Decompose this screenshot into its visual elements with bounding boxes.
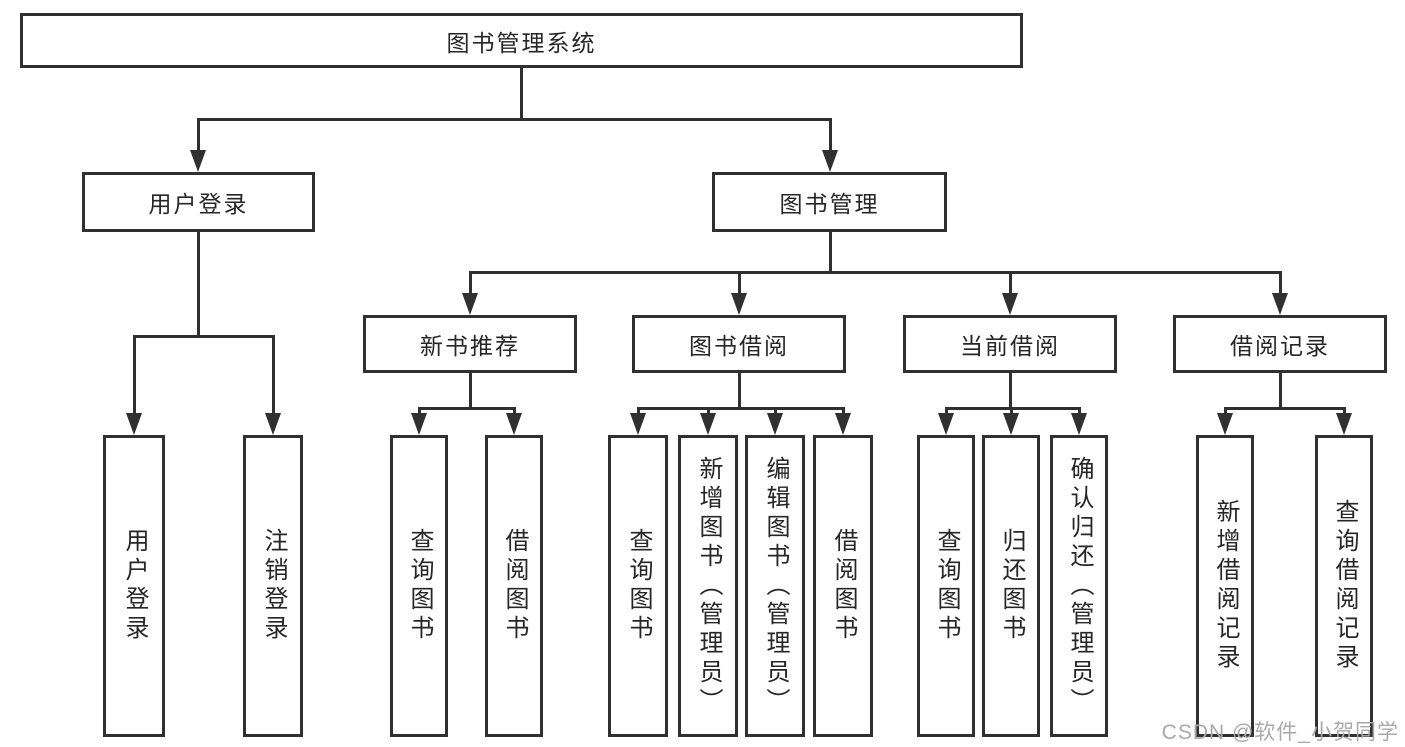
- connector-line: [637, 407, 640, 416]
- leaf-label: 查询图书: [406, 528, 433, 644]
- leaf-label: 注销登录: [260, 528, 287, 644]
- connector-line: [520, 68, 523, 119]
- connector-line: [1078, 407, 1081, 416]
- connector-line: [469, 271, 472, 295]
- leaf-edit-books-admin: 编辑图书（管理员）: [745, 435, 805, 737]
- leaf-label: 借阅图书: [501, 528, 528, 644]
- leaf-label: 新增图书（管理员）: [695, 455, 722, 717]
- leaf-label: 编辑图书（管理员）: [762, 455, 789, 717]
- connector-line: [774, 407, 777, 416]
- connector-line: [637, 407, 845, 410]
- connector-line: [197, 118, 832, 121]
- leaf-borrow-books-recommend: 借阅图书: [485, 435, 543, 737]
- connector-line: [842, 407, 845, 416]
- arrow-down-icon: [506, 413, 522, 435]
- arrow-down-icon: [630, 413, 646, 435]
- leaf-borrow-books-borrowing: 借阅图书: [813, 435, 873, 737]
- leaf-label: 查询借阅记录: [1331, 499, 1358, 673]
- arrow-down-icon: [1272, 293, 1288, 315]
- arrow-down-icon: [265, 413, 281, 435]
- arrow-down-icon: [1217, 413, 1233, 435]
- leaf-query-books-recommend: 查询图书: [390, 435, 448, 737]
- connector-line: [829, 118, 832, 152]
- connector-line: [945, 407, 1081, 410]
- leaf-label: 查询图书: [933, 528, 960, 644]
- connector-line: [469, 373, 472, 409]
- connector-line: [1224, 407, 1227, 416]
- connector-line: [1279, 373, 1282, 409]
- connector-line: [1279, 271, 1282, 295]
- arrow-down-icon: [462, 293, 478, 315]
- connector-line: [738, 271, 741, 295]
- connector-line: [945, 407, 948, 416]
- connector-line: [133, 335, 136, 415]
- leaf-add-books-admin: 新增图书（管理员）: [678, 435, 738, 737]
- arrow-down-icon: [1336, 413, 1352, 435]
- node-book-management: 图书管理: [712, 172, 947, 232]
- arrow-down-icon: [1003, 413, 1019, 435]
- arrow-down-icon: [1071, 413, 1087, 435]
- leaf-user-login: 用户登录: [103, 435, 165, 737]
- arrow-down-icon: [767, 413, 783, 435]
- connector-line: [418, 407, 421, 416]
- connector-line: [197, 118, 200, 152]
- arrow-down-icon: [822, 150, 838, 172]
- connector-line: [829, 232, 832, 273]
- connector-line: [418, 407, 516, 410]
- leaf-logout: 注销登录: [243, 435, 303, 737]
- connector-line: [272, 335, 275, 415]
- arrow-down-icon: [1002, 293, 1018, 315]
- arrow-down-icon: [938, 413, 954, 435]
- connector-line: [1010, 407, 1013, 416]
- connector-line: [469, 271, 1282, 274]
- leaf-label: 借阅图书: [830, 528, 857, 644]
- arrow-down-icon: [700, 413, 716, 435]
- arrow-down-icon: [731, 293, 747, 315]
- arrow-down-icon: [835, 413, 851, 435]
- connector-line: [1009, 271, 1012, 295]
- leaf-query-borrow-record: 查询借阅记录: [1315, 435, 1373, 737]
- leaf-label: 归还图书: [998, 528, 1025, 644]
- node-new-book-recommendation: 新书推荐: [363, 315, 577, 373]
- leaf-add-borrow-record: 新增借阅记录: [1196, 435, 1254, 737]
- arrow-down-icon: [190, 150, 206, 172]
- arrow-down-icon: [126, 413, 142, 435]
- connector-line: [738, 373, 741, 409]
- leaf-label: 查询图书: [625, 528, 652, 644]
- leaf-confirm-return-admin: 确认归还（管理员）: [1050, 435, 1108, 737]
- connector-line: [1343, 407, 1346, 416]
- leaf-label: 新增借阅记录: [1212, 499, 1239, 673]
- node-book-borrowing: 图书借阅: [632, 315, 846, 373]
- connector-line: [133, 335, 275, 338]
- node-borrowing-records: 借阅记录: [1173, 315, 1387, 373]
- connector-line: [513, 407, 516, 416]
- leaf-label: 确认归还（管理员）: [1066, 455, 1093, 717]
- connector-line: [197, 232, 200, 337]
- leaf-label: 用户登录: [121, 528, 148, 644]
- node-current-borrowing: 当前借阅: [903, 315, 1117, 373]
- watermark: CSDN @软件_小贺同学: [1161, 721, 1399, 744]
- node-user-login: 用户登录: [82, 172, 315, 232]
- connector-line: [1224, 407, 1346, 410]
- leaf-query-books-current: 查询图书: [917, 435, 975, 737]
- arrow-down-icon: [411, 413, 427, 435]
- leaf-query-books-borrowing: 查询图书: [608, 435, 668, 737]
- connector-line: [707, 407, 710, 416]
- connector-line: [1009, 373, 1012, 409]
- node-library-management-system: 图书管理系统: [20, 13, 1023, 68]
- leaf-return-books: 归还图书: [982, 435, 1040, 737]
